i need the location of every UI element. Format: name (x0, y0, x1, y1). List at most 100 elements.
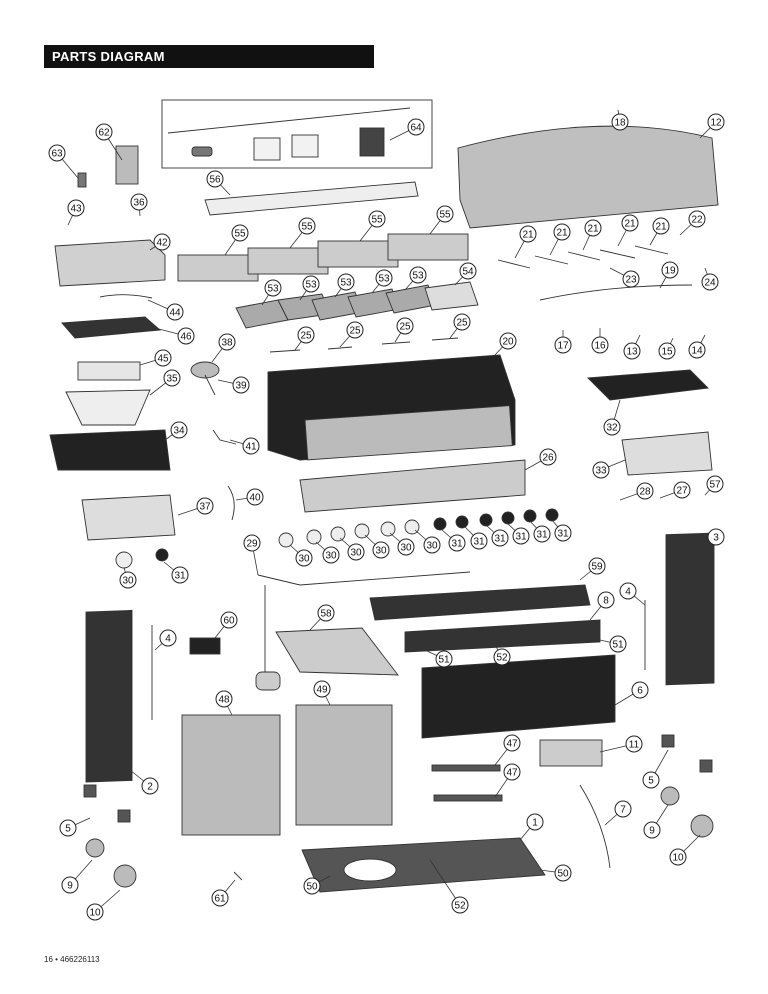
callout-number: 52 (454, 901, 466, 912)
gas-manifold (257, 571, 471, 586)
side-burner-frame (49, 429, 171, 471)
callout-11: 11 (599, 735, 643, 753)
callout-35: 35 (149, 369, 181, 396)
callout-number: 31 (451, 539, 463, 550)
callout-number: 31 (473, 537, 485, 548)
callout-number: 10 (89, 908, 101, 919)
callout-31-2: 31 (464, 526, 488, 550)
callout-circle (177, 327, 195, 345)
knob-4 (501, 511, 515, 525)
flame-tamer-5 (634, 245, 669, 255)
callout-31-6: 31 (551, 519, 572, 542)
caster-left-1 (85, 838, 105, 858)
side-knob-bezel (115, 551, 133, 569)
callout-circle (242, 437, 260, 455)
callout-circle (652, 217, 670, 235)
callout-circle (658, 342, 676, 360)
callout-circle (347, 543, 365, 561)
callout-number: 24 (704, 278, 716, 289)
callout-number: 20 (502, 337, 514, 348)
callout-circle (396, 317, 414, 335)
callout-47: 47 (494, 734, 521, 766)
callout-circle (625, 735, 643, 753)
callout-circle (622, 270, 640, 288)
left-cart-side (85, 609, 133, 783)
callout-number: 50 (557, 869, 569, 880)
flame-tamer-4 (599, 249, 636, 259)
side-shelf-cover (81, 494, 176, 541)
callout-number: 10 (672, 853, 684, 864)
callout-45: 45 (139, 349, 172, 367)
callout-circle (170, 421, 188, 439)
callout-30-6: 30 (414, 529, 441, 554)
callout-number: 6 (637, 686, 643, 697)
callout-40: 40 (235, 488, 264, 506)
rotisserie-forks-2 (291, 134, 319, 158)
callout-53-3: 53 (371, 269, 393, 294)
tank-hole (343, 858, 397, 882)
callout-number: 60 (223, 616, 235, 627)
cooking-grate-4 (387, 233, 469, 261)
callout-circle (554, 864, 572, 882)
rotisserie-forks (253, 137, 281, 161)
right-shelf-cover (621, 431, 713, 476)
side-burner-bracket (115, 145, 139, 185)
callout-circle (423, 536, 441, 554)
callout-39: 39 (217, 376, 250, 394)
callout-circle (372, 541, 390, 559)
callout-circle (533, 525, 551, 543)
cooking-grate-3 (317, 240, 399, 268)
callout-circle (346, 321, 364, 339)
side-knob (155, 548, 169, 562)
side-burner-tube (204, 374, 216, 396)
callout-circle (264, 279, 282, 297)
callout-31-5: 31 (529, 520, 551, 543)
callout-50-1: 50 (303, 875, 331, 895)
callout-circle (166, 303, 184, 321)
callout-25-1: 25 (339, 321, 364, 348)
callout-number: 31 (494, 534, 506, 545)
callout-49: 49 (313, 680, 331, 706)
side-burner (190, 361, 220, 379)
grease-cup (189, 637, 221, 655)
callout-number: 19 (664, 266, 676, 277)
callout-circle (631, 681, 649, 699)
callout-number: 53 (267, 284, 279, 295)
callout-circle (303, 877, 321, 895)
callout-circle (621, 214, 639, 232)
tank-holder (539, 739, 603, 767)
callout-circle (453, 313, 471, 331)
callout-number: 39 (235, 381, 247, 392)
front-rail (404, 619, 601, 653)
callout-circle (141, 777, 159, 795)
callout-circle (95, 123, 113, 141)
callout-number: 44 (169, 308, 181, 319)
callout-number: 55 (371, 215, 383, 226)
door-handle-1 (431, 764, 501, 772)
callout-circle (313, 680, 331, 698)
callout-25-3: 25 (449, 313, 471, 339)
callout-56: 56 (206, 170, 231, 196)
callout-number: 30 (325, 551, 337, 562)
callout-circle (246, 488, 264, 506)
callout-64: 64 (389, 118, 425, 141)
callout-number: 53 (340, 278, 352, 289)
callout-30-4: 30 (364, 534, 390, 559)
callout-32: 32 (603, 399, 621, 436)
callout-circle (493, 648, 511, 666)
callout-number: 8 (603, 596, 609, 607)
parts-illustration (49, 99, 719, 893)
callout-number: 21 (587, 224, 599, 235)
rotisserie-handle (191, 146, 213, 157)
bezel-2 (306, 529, 322, 545)
page-footer: 16 • 466226113 (44, 955, 100, 964)
callout-47-1: 47 (494, 763, 521, 798)
callout-42: 42 (149, 233, 171, 251)
callout-4-1: 4 (154, 629, 177, 651)
callout-9: 9 (61, 859, 93, 894)
knob-row (278, 508, 559, 548)
callout-number: 55 (234, 229, 246, 240)
callout-number: 30 (426, 541, 438, 552)
callout-circle (59, 819, 77, 837)
